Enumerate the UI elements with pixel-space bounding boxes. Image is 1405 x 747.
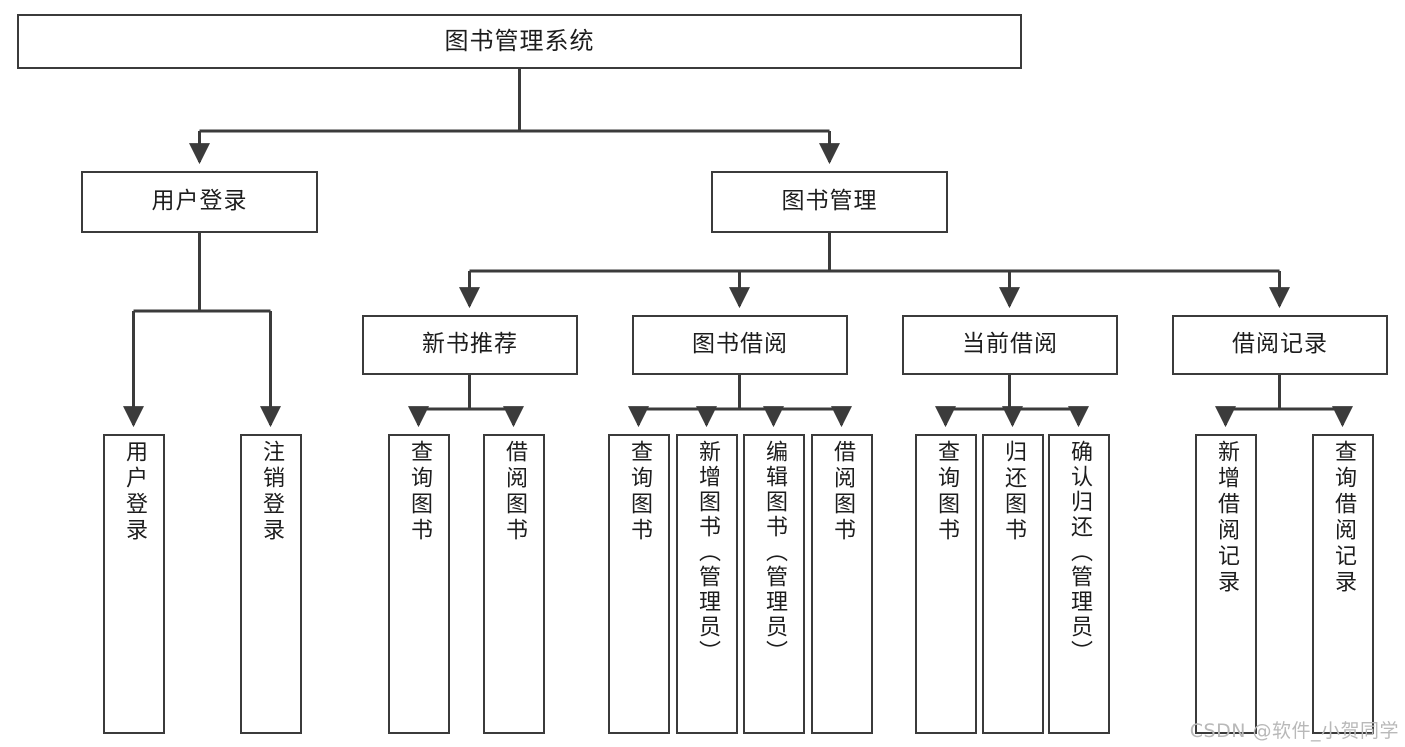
node-borrow-record[interactable]: 借阅记录 [1172, 315, 1388, 375]
node-leaf-query-borrow-record[interactable]: 查询借阅记录 [1312, 434, 1374, 734]
node-label: 借阅记录 [1232, 331, 1328, 358]
node-user-login[interactable]: 用户登录 [81, 171, 318, 233]
node-label: 用户登录 [122, 440, 147, 544]
node-label: 新增图书（管理员） [695, 440, 720, 665]
node-label: 归还图书 [1001, 440, 1026, 544]
node-label: 图书管理系统 [444, 27, 595, 56]
node-leaf-add-book-admin[interactable]: 新增图书（管理员） [676, 434, 738, 734]
node-label: 编辑图书（管理员） [762, 440, 787, 665]
node-leaf-cur-query-book[interactable]: 查询图书 [915, 434, 977, 734]
node-label: 借阅图书 [502, 440, 527, 544]
node-book-borrow[interactable]: 图书借阅 [632, 315, 848, 375]
node-label: 图书借阅 [692, 331, 788, 358]
node-leaf-borrow-book[interactable]: 借阅图书 [811, 434, 873, 734]
node-leaf-edit-book-admin[interactable]: 编辑图书（管理员） [743, 434, 805, 734]
node-leaf-rec-borrow-book[interactable]: 借阅图书 [483, 434, 545, 734]
node-leaf-user-logout[interactable]: 注销登录 [240, 434, 302, 734]
node-label: 查询图书 [627, 440, 652, 544]
node-label: 当前借阅 [962, 331, 1058, 358]
node-label: 注销登录 [259, 440, 284, 544]
node-label: 新书推荐 [422, 331, 518, 358]
node-book-manage[interactable]: 图书管理 [711, 171, 948, 233]
node-label: 确认归还（管理员） [1067, 440, 1092, 665]
node-new-book-rec[interactable]: 新书推荐 [362, 315, 578, 375]
node-leaf-rec-query-book[interactable]: 查询图书 [388, 434, 450, 734]
node-label: 图书管理 [781, 188, 878, 215]
node-root-system[interactable]: 图书管理系统 [17, 14, 1022, 69]
node-label: 查询图书 [934, 440, 959, 544]
node-leaf-confirm-return-admin[interactable]: 确认归还（管理员） [1048, 434, 1110, 734]
node-leaf-return-book[interactable]: 归还图书 [982, 434, 1044, 734]
node-label: 查询图书 [407, 440, 432, 544]
node-label: 用户登录 [151, 188, 248, 215]
node-leaf-add-borrow-record[interactable]: 新增借阅记录 [1195, 434, 1257, 734]
node-label: 借阅图书 [830, 440, 855, 544]
node-leaf-borrow-query-book[interactable]: 查询图书 [608, 434, 670, 734]
node-label: 查询借阅记录 [1331, 440, 1356, 596]
node-current-borrow[interactable]: 当前借阅 [902, 315, 1118, 375]
node-label: 新增借阅记录 [1214, 440, 1239, 596]
node-leaf-user-login[interactable]: 用户登录 [103, 434, 165, 734]
csdn-watermark: CSDN @软件_小贺同学 [1189, 720, 1399, 742]
